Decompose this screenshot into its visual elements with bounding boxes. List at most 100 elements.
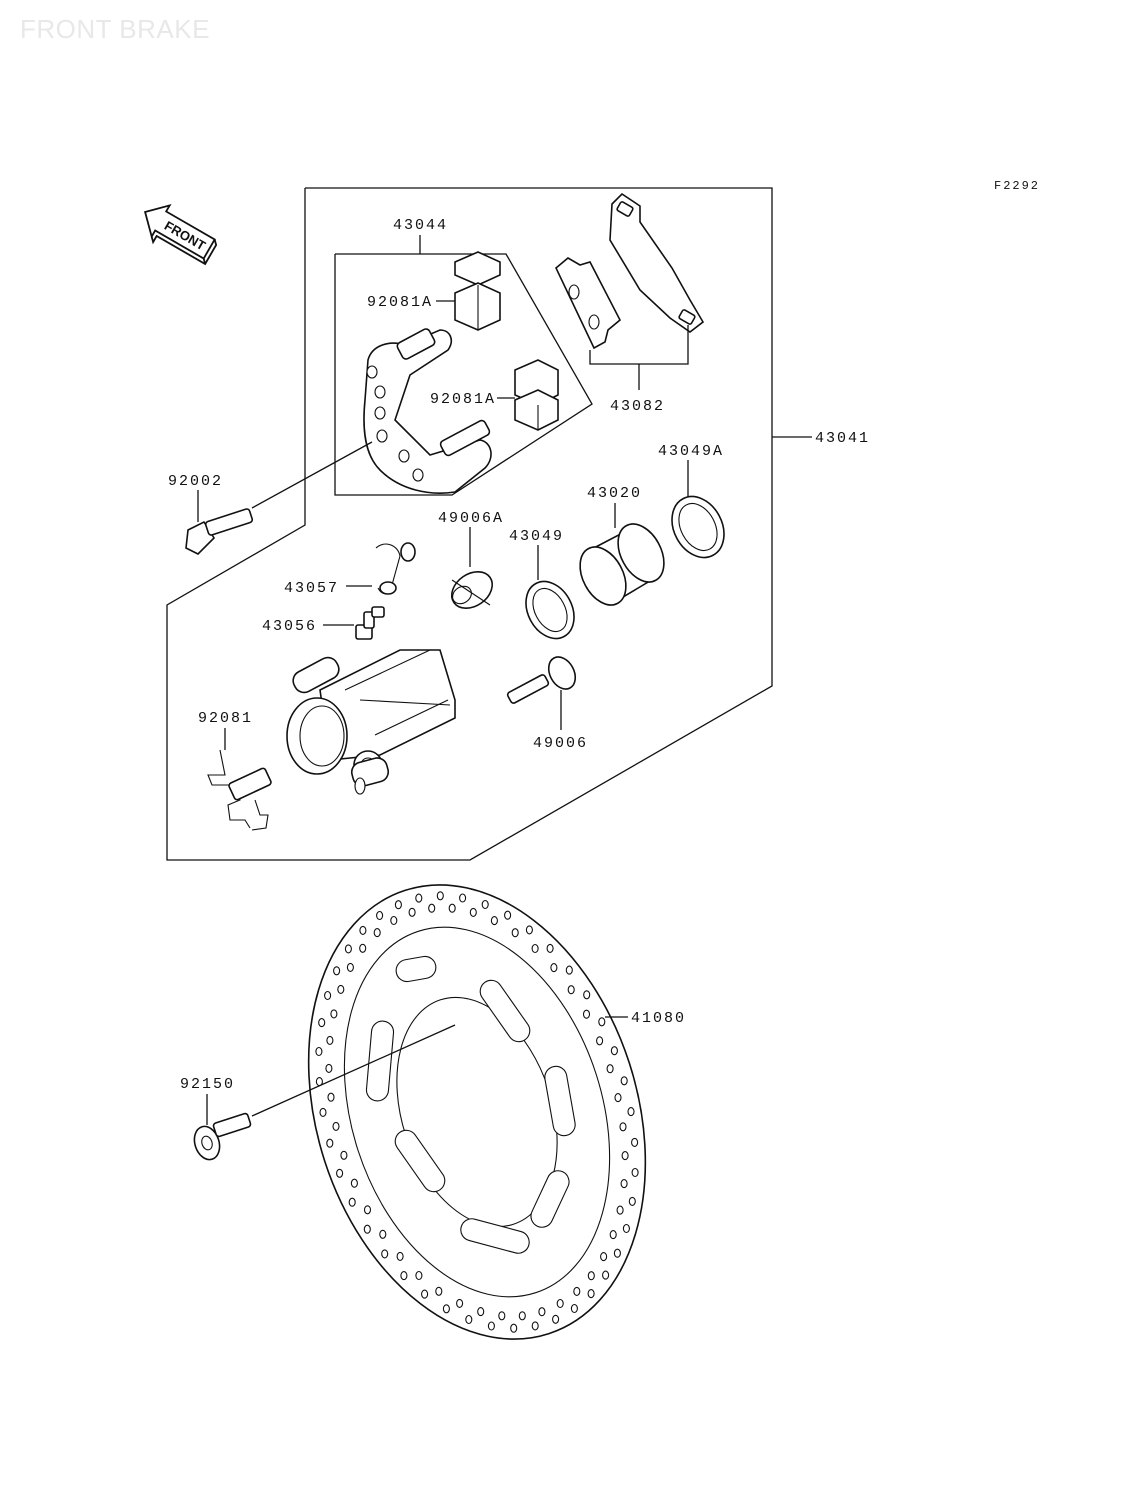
disc-vent-hole [567,985,575,995]
brake-pad-inner [555,257,622,350]
front-arrow-icon: FRONT [143,203,218,266]
disc-vent-hole [620,1179,628,1189]
disc-vent-hole [613,1248,621,1258]
disc-vent-hole [596,1036,604,1046]
disc-vent-hole [421,1289,429,1299]
disc-vent-hole [556,1298,564,1309]
disc-vent-hole [448,903,456,913]
disc-vent-hole [465,1314,473,1325]
caliper-body [286,649,456,795]
disc-vent-hole [376,910,384,921]
disc-vent-hole [379,1229,387,1239]
disc-vent-hole [435,1286,443,1296]
disc-vent-hole [525,925,533,935]
caliper-bracket [363,328,492,494]
disc-vent-hole [573,1286,581,1296]
disc-vent-hole [621,1151,629,1161]
disc-vent-hole [381,1249,389,1259]
page-title: FRONT BRAKE [20,14,210,44]
disc-vent-hole [333,966,341,976]
disc-vent-hole [326,1138,334,1148]
disc-vent-hole [622,1223,630,1234]
part-label-92150: 92150 [180,1076,235,1093]
bleeder-valve-43056 [355,606,385,640]
part-label-43049: 43049 [509,528,564,545]
part-label-43041: 43041 [815,430,870,447]
disc-vent-hole [456,1298,464,1308]
disc-vent-hole [359,943,367,953]
disc-vent-hole [336,1168,344,1178]
brake-pad-outer [609,192,705,333]
disc-vent-hole [340,1150,348,1160]
disc-vent-hole [315,1046,323,1057]
disc-vent-hole [469,907,477,917]
disc-vent-hole [606,1064,614,1074]
disc-vent-hole [552,1314,560,1324]
disc-vent-hole [609,1230,617,1240]
bolt-92002 [185,508,254,555]
disc-vent-hole [348,1197,356,1207]
disc-vent-hole [587,1271,595,1281]
disc-vent-hole [487,1321,495,1331]
pad-spring-upper [454,251,501,331]
part-label-49006: 49006 [533,735,588,752]
disc-vent-hole [631,1137,639,1147]
disc-vent-hole [359,925,367,935]
disc-vent-hole [504,910,512,920]
disc-vent-hole [332,1121,340,1131]
disc-vent-hole [631,1167,639,1178]
disc-vent-hole [344,944,352,954]
disc-vent-hole [319,1107,327,1117]
part-label-92081: 92081 [198,710,253,727]
disc-vent-hole [428,903,436,913]
disc-vent-hole [481,899,489,910]
disc-vent-hole [415,1270,423,1281]
disc-vent-hole [518,1311,526,1321]
disc-vent-hole [550,963,558,973]
disc-vent-hole [327,1092,335,1102]
boot-49006A [450,571,494,609]
seal-43049 [525,580,575,640]
disc-vent-hole [600,1252,608,1262]
pad-spring-lower [514,359,559,431]
piston-43020 [579,523,665,606]
disc-vent-hole [326,1035,334,1045]
disc-vent-hole [394,900,402,910]
part-label-92081A-2: 92081A [430,391,496,408]
disc-vent-hole [363,1224,371,1234]
disc-vent-hole [570,1303,578,1314]
disc-vent-hole [538,1307,546,1317]
caliper-assembly-outline [166,187,773,861]
bleeder-cap-43057 [375,542,416,595]
disc-vent-hole [587,1289,595,1299]
disc-vent-hole [415,893,423,903]
disc-vent-hole [477,1307,485,1317]
disc-vent-hole [490,916,498,926]
disc-vent-hole [318,1018,326,1028]
disc-vent-hole [363,1205,372,1215]
disc-vent-hole [436,891,444,901]
disc-vent-hole [396,1251,404,1261]
part-label-43082: 43082 [610,398,665,415]
part-label-43049A: 43049A [658,443,724,460]
disc-vent-hole [602,1270,610,1280]
disc-vent-hole [582,1009,591,1019]
disc-vent-hole [610,1046,618,1056]
disc-vent-hole [459,893,467,903]
part-label-43057: 43057 [284,580,339,597]
figure-ref: F2292 [994,179,1040,193]
part-label-92002: 92002 [168,473,223,490]
bolt-92150 [193,1112,252,1161]
disc-vent-hole [408,907,416,917]
disc-vent-hole [442,1304,450,1314]
disc-vent-hole [400,1271,408,1281]
disc-vent-hole [350,1178,358,1188]
disc-vent-hole [531,1321,539,1331]
disc-vent-hole [498,1311,506,1321]
slide-pin-49006 [506,656,577,704]
disc-vent-hole [598,1017,606,1027]
disc-vent-hole [583,990,591,1000]
disc-vent-hole [373,928,381,938]
disc-vent-hole [390,915,398,926]
